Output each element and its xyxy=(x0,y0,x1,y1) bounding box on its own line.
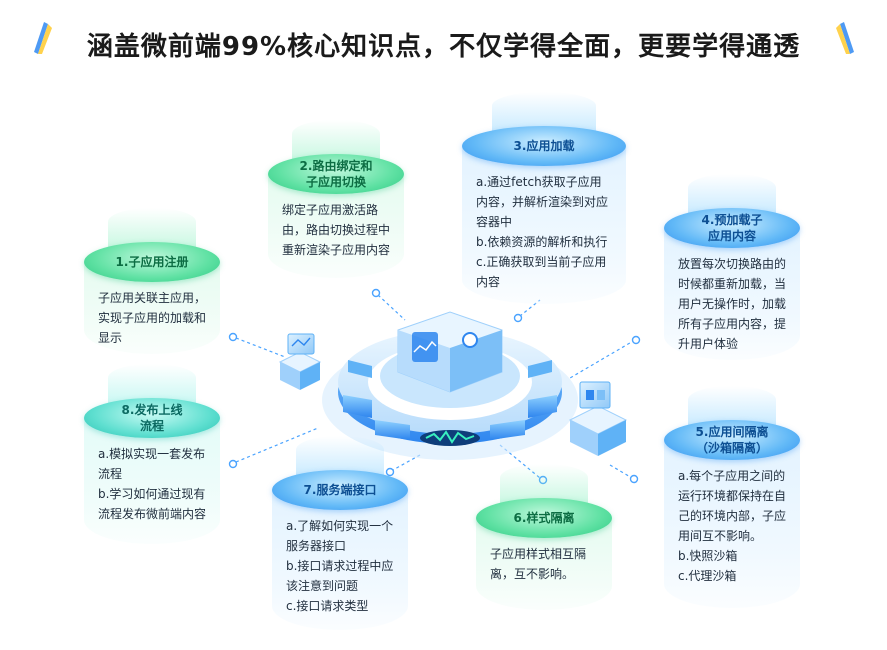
node-title: 5.应用间隔离 （沙箱隔离） xyxy=(664,420,800,460)
node-body: 放置每次切换路由的时候都重新加载，当用户无操作时，加载所有子应用内容，提升用户体… xyxy=(664,228,800,360)
node-title-line: 8.发布上线 xyxy=(121,403,183,417)
node-item: c.代理沙箱 xyxy=(678,569,737,583)
node-body: a.通过fetch获取子应用内容，并解析渲染到对应容器中 b.依赖资源的解析和执… xyxy=(462,146,626,304)
node-item: b.学习如何通过现有流程发布微前端内容 xyxy=(98,487,207,521)
node-title-line: （沙箱隔离） xyxy=(695,441,768,455)
node-sandbox-isolation: 5.应用间隔离 （沙箱隔离） a.每个子应用之间的运行环境都保持在自己的环境内部… xyxy=(664,386,800,608)
node-server-api: 7.服务端接口 a.了解如何实现一个服务器接口 b.接口请求过程中应该注意到问题… xyxy=(272,436,408,630)
node-body: 绑定子应用激活路由，路由切换过程中重新渲染子应用内容 xyxy=(268,174,404,278)
node-title-line: 4.预加载子 xyxy=(701,213,763,227)
node-release-process: 8.发布上线 流程 a.模拟实现一套发布流程 b.学习如何通过现有流程发布微前端… xyxy=(84,364,220,544)
node-style-isolation: 6.样式隔离 子应用样式相互隔离，互不影响。 xyxy=(476,464,612,610)
node-item: a.每个子应用之间的运行环境都保持在自己的环境内部，子应用间互不影响。 xyxy=(678,469,787,543)
device-left xyxy=(278,333,322,390)
node-title: 6.样式隔离 xyxy=(476,498,612,538)
node-title-line: 2.路由绑定和 xyxy=(299,159,373,173)
node-title: 1.子应用注册 xyxy=(84,242,220,282)
node-body: a.了解如何实现一个服务器接口 b.接口请求过程中应该注意到问题 c.接口请求类… xyxy=(272,490,408,630)
node-item: a.模拟实现一套发布流程 xyxy=(98,447,206,481)
device-right xyxy=(568,381,628,456)
node-item: 子应用关联主应用，实现子应用的加载和显示 xyxy=(98,291,207,345)
node-preload-child-apps: 4.预加载子 应用内容 放置每次切换路由的时候都重新加载，当用户无操作时，加载所… xyxy=(664,174,800,360)
node-item: 放置每次切换路由的时候都重新加载，当用户无操作时，加载所有子应用内容，提升用户体… xyxy=(678,257,787,351)
page-title: 涵盖微前端99%核心知识点，不仅学得全面，更要学得通透 xyxy=(86,32,801,62)
node-item: b.快照沙箱 xyxy=(678,549,738,563)
node-item: 子应用样式相互隔离，互不影响。 xyxy=(490,547,587,581)
node-item: c.接口请求类型 xyxy=(286,599,369,613)
node-item: b.依赖资源的解析和执行 xyxy=(476,235,608,249)
node-item: c.正确获取到当前子应用内容 xyxy=(476,255,607,289)
central-platform xyxy=(322,311,578,460)
node-title: 4.预加载子 应用内容 xyxy=(664,208,800,248)
node-title: 8.发布上线 流程 xyxy=(84,398,220,438)
node-title-line: 5.应用间隔离 xyxy=(695,425,769,439)
node-title: 3.应用加载 xyxy=(462,126,626,166)
node-title-line: 子应用切换 xyxy=(305,175,366,189)
node-app-loading: 3.应用加载 a.通过fetch获取子应用内容，并解析渲染到对应容器中 b.依赖… xyxy=(462,92,626,304)
node-item: b.接口请求过程中应该注意到问题 xyxy=(286,559,394,593)
node-title-line: 流程 xyxy=(139,419,164,433)
node-body: a.每个子应用之间的运行环境都保持在自己的环境内部，子应用间互不影响。 b.快照… xyxy=(664,440,800,608)
sparkle-icon-left xyxy=(34,22,52,54)
node-title: 2.路由绑定和 子应用切换 xyxy=(268,154,404,194)
node-route-binding: 2.路由绑定和 子应用切换 绑定子应用激活路由，路由切换过程中重新渲染子应用内容 xyxy=(268,120,404,278)
node-child-app-registration: 1.子应用注册 子应用关联主应用，实现子应用的加载和显示 xyxy=(84,208,220,354)
node-body: a.模拟实现一套发布流程 b.学习如何通过现有流程发布微前端内容 xyxy=(84,418,220,544)
node-item: a.了解如何实现一个服务器接口 xyxy=(286,519,394,553)
node-item: 绑定子应用激活路由，路由切换过程中重新渲染子应用内容 xyxy=(282,203,391,257)
node-title: 7.服务端接口 xyxy=(272,470,408,510)
node-title-line: 应用内容 xyxy=(707,229,756,243)
node-item: a.通过fetch获取子应用内容，并解析渲染到对应容器中 xyxy=(476,175,609,229)
sparkle-icon-right xyxy=(836,22,854,54)
